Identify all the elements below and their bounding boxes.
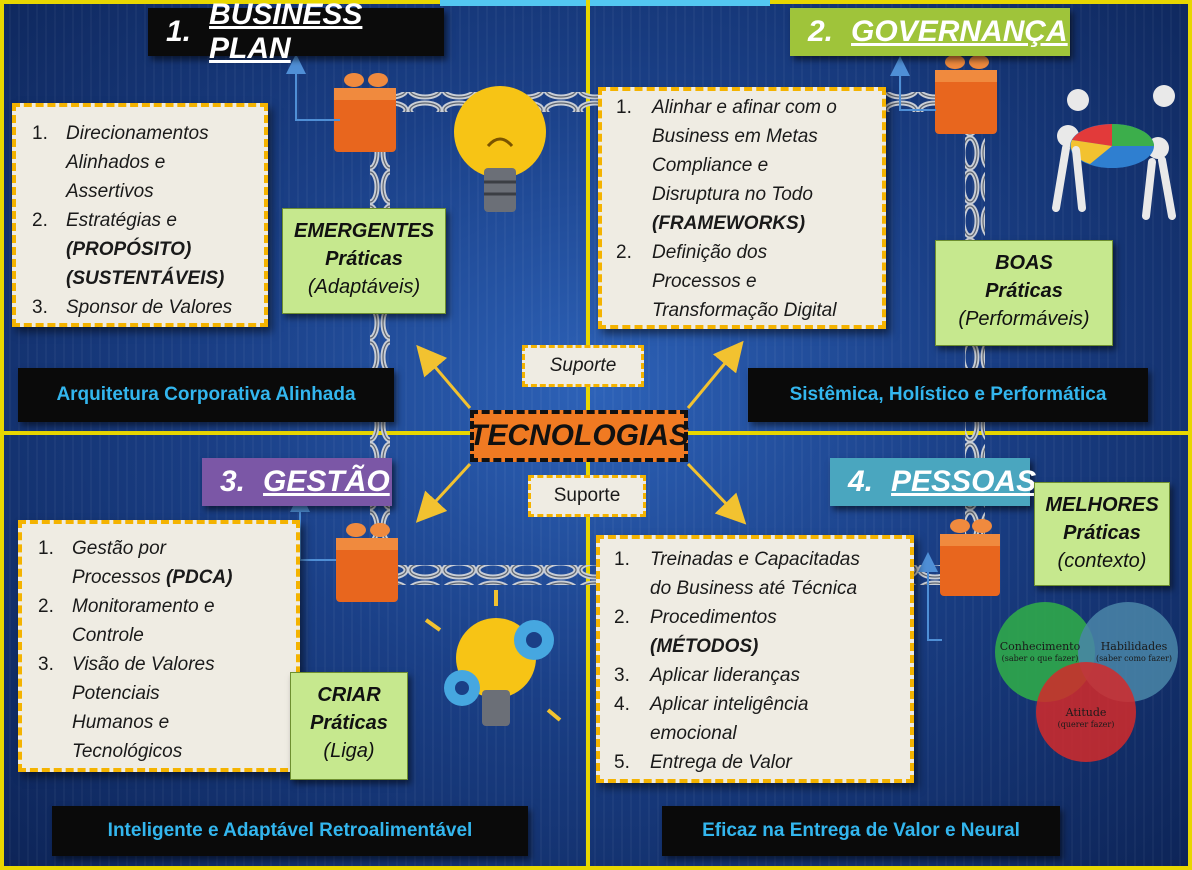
quadrant-2-number: 2. [808, 15, 834, 48]
list-item: 3. Sponsor de Valores [32, 297, 233, 318]
venn-skills-sub: (saber como fazer) [1096, 654, 1172, 663]
support-label-top: Suporte [522, 345, 644, 387]
list-item: 2. Definição dos Processos e Transformaç… [616, 242, 837, 321]
list-item: 4. Aplicar inteligência emocional [614, 694, 809, 744]
arrow-down-left [415, 462, 472, 523]
arrow-up-left [416, 344, 472, 409]
competency-venn: Conhecimento (saber o que fazer) Habilid… [995, 602, 1178, 762]
practice-boas: BOAS Práticas (Performáveis) [935, 240, 1113, 346]
list-item: 1. Gestão por Processos (PDCA) [38, 538, 233, 588]
quadrant-4-heading: PESSOAS [891, 465, 1037, 498]
list-item: 1. Treinadas e Capacitadas do Business a… [614, 549, 860, 599]
brick-bottom-left [336, 523, 398, 602]
venn-attitude-title: Atitude [1065, 706, 1107, 719]
venn-knowledge-sub: (saber o que fazer) [1002, 654, 1079, 663]
practice-criar: CRIAR Práticas (Liga) [290, 672, 408, 780]
brick-bottom-right [940, 519, 1000, 596]
brick-top-left [334, 73, 396, 152]
arrow-up-right [686, 340, 744, 409]
list-item: 5. Entrega de Valor [614, 752, 792, 773]
gestao-list: 1. Gestão por Processos (PDCA) 2. Monito… [18, 520, 300, 772]
banner-q4: Eficaz na Entrega de Valor e Neural [662, 806, 1060, 856]
list-item: 1. Direcionamentos Alinhados e Assertivo… [32, 123, 209, 202]
brick-top-right [935, 55, 997, 134]
lightbulb-icon [454, 86, 546, 212]
quadrant-4-number: 4. [848, 465, 874, 498]
venn-attitude-sub: (querer fazer) [1058, 720, 1115, 729]
arrow-down-right [686, 462, 747, 525]
banner-q2: Sistêmica, Holístico e Performática [748, 368, 1148, 422]
list-item: 1. Alinhar e afinar com o Business em Me… [616, 97, 837, 234]
quadrant-2-heading: GOVERNANÇA [851, 15, 1068, 48]
pessoas-list: 1. Treinadas e Capacitadas do Business a… [596, 535, 914, 783]
connector-q1 [286, 54, 340, 121]
idea-gears-icon [424, 590, 562, 726]
quadrant-4-title: 4. PESSOAS [830, 458, 1036, 506]
venn-knowledge-title: Conhecimento [1000, 640, 1081, 653]
banner-q3: Inteligente e Adaptável Retroalimentável [52, 806, 528, 856]
connector-q4 [918, 552, 942, 641]
governanca-list: 1. Alinhar e afinar com o Business em Me… [598, 87, 886, 329]
quadrant-1-title: 1. BUSINESS PLAN [148, 0, 444, 65]
top-accent-bar [440, 0, 770, 6]
list-item: 2. Estratégias e (PROPÓSITO) (SUSTENTÁVE… [32, 210, 225, 289]
banner-q1: Arquitetura Corporativa Alinhada [18, 368, 394, 422]
list-item: 3. Aplicar lideranças [614, 665, 800, 686]
quadrant-3-title: 3. GESTÃO [202, 458, 392, 506]
quadrant-3-heading: GESTÃO [263, 465, 390, 498]
quadrant-1-heading: BUSINESS PLAN [209, 0, 363, 65]
list-item: 2. Monitoramento e Controle [38, 596, 215, 646]
teamwork-figures-icon [1052, 85, 1176, 220]
quadrant-3-number: 3. [220, 465, 246, 498]
quadrant-1-number: 1. [166, 15, 192, 48]
support-label-bottom: Suporte [528, 475, 646, 517]
quadrant-2-title: 2. GOVERNANÇA [790, 8, 1070, 56]
list-item: 3. Visão de Valores Potenciais Humanos e… [38, 654, 215, 762]
business-plan-list: 1. Direcionamentos Alinhados e Assertivo… [12, 103, 268, 327]
practice-emergentes: EMERGENTES Práticas (Adaptáveis) [282, 208, 446, 314]
list-item: 2. Procedimentos (MÉTODOS) [614, 607, 777, 657]
center-technologies: TECNOLOGIAS [469, 410, 689, 462]
venn-skills-title: Habilidades [1101, 640, 1168, 653]
connector-q2 [890, 56, 936, 111]
practice-melhores: MELHORES Práticas (contexto) [1034, 482, 1170, 586]
connector-q3 [290, 492, 336, 561]
